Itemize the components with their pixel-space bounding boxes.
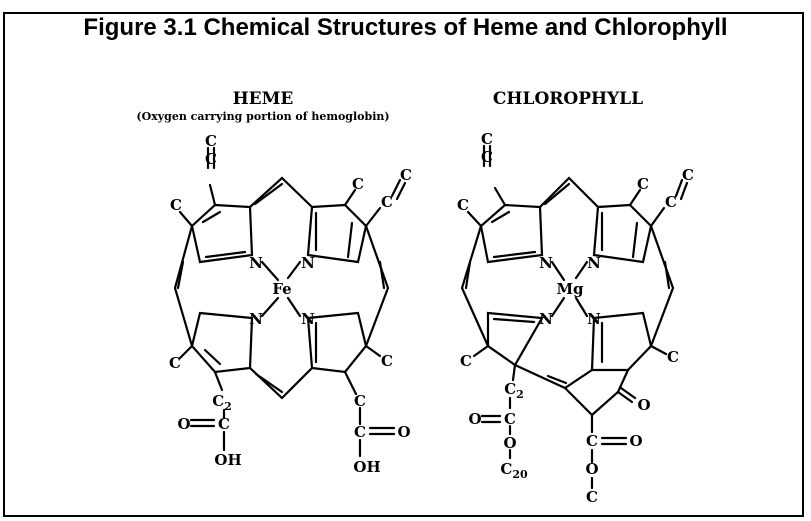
chlorophyll-c20: C20 xyxy=(500,460,528,481)
chlorophyll-c2: C2 xyxy=(504,380,524,401)
heme-carbon: C xyxy=(352,175,364,193)
heme-c2: C2 xyxy=(212,392,232,413)
heme-atom-labels: N N N N Fe C C C C C C C C C2 C O OH C C… xyxy=(169,132,412,476)
heme-subheading: (Oxygen carrying portion of hemoglobin) xyxy=(136,110,389,123)
chlorophyll-oxygen: O xyxy=(585,460,598,478)
heme-oxygen: O xyxy=(177,415,190,433)
heme-carbon: C xyxy=(169,354,181,372)
chlorophyll-carbon: C xyxy=(665,193,677,211)
heme-carbon: C xyxy=(381,193,393,211)
chlorophyll-nitrogen: N xyxy=(587,254,601,272)
chlorophyll-oxygen: O xyxy=(503,434,516,452)
chlorophyll-carbon: C xyxy=(481,148,493,166)
figure-frame xyxy=(3,12,804,517)
chlorophyll-oxygen: O xyxy=(468,410,481,428)
chlorophyll-carbon: C xyxy=(457,196,469,214)
heme-hydroxyl: OH xyxy=(353,458,380,476)
heme-heading: HEME xyxy=(233,89,294,109)
chlorophyll-nitrogen: N xyxy=(539,254,553,272)
chlorophyll-carbon: C xyxy=(586,488,598,506)
heme-hydroxyl: OH xyxy=(214,451,241,469)
chlorophyll-oxygen: O xyxy=(629,432,642,450)
heme-structure: HEME (Oxygen carrying portion of hemoglo… xyxy=(136,89,412,476)
chlorophyll-carbon: C xyxy=(682,166,694,184)
heme-carbon: C xyxy=(400,166,412,184)
heme-carbon: C xyxy=(381,352,393,370)
chlorophyll-carbon: C xyxy=(586,432,598,450)
chlorophyll-carbon: C xyxy=(504,410,516,428)
heme-nitrogen: N xyxy=(301,310,315,328)
chlorophyll-atom-labels: N N N N Mg C C C C C C C C O C2 C O O C2… xyxy=(457,130,694,506)
heme-nitrogen: N xyxy=(249,310,263,328)
chlorophyll-carbon: C xyxy=(460,352,472,370)
heme-nitrogen: N xyxy=(301,254,315,272)
chlorophyll-carbon: C xyxy=(637,175,649,193)
heme-nitrogen: N xyxy=(249,254,263,272)
chlorophyll-carbon: C xyxy=(667,348,679,366)
heme-metal-iron: Fe xyxy=(272,280,291,298)
chlorophyll-structure: CHLOROPHYLL xyxy=(457,89,694,506)
heme-oxygen: O xyxy=(397,423,410,441)
chlorophyll-nitrogen: N xyxy=(539,310,553,328)
heme-carbon: C xyxy=(354,392,366,410)
heme-carbon: C xyxy=(354,423,366,441)
chlorophyll-heading: CHLOROPHYLL xyxy=(493,89,643,109)
heme-carbon: C xyxy=(205,132,217,150)
heme-carbon: C xyxy=(205,150,217,168)
heme-carbon: C xyxy=(170,196,182,214)
heme-carbon: C xyxy=(218,415,230,433)
chlorophyll-bonds xyxy=(460,144,689,490)
heme-bonds xyxy=(173,146,407,458)
chlorophyll-carbon: C xyxy=(481,130,493,148)
figure-title: Figure 3.1 Chemical Structures of Heme a… xyxy=(83,14,728,41)
chlorophyll-ketone-oxygen: O xyxy=(637,396,650,414)
chlorophyll-metal-magnesium: Mg xyxy=(556,280,584,298)
chlorophyll-nitrogen: N xyxy=(587,310,601,328)
